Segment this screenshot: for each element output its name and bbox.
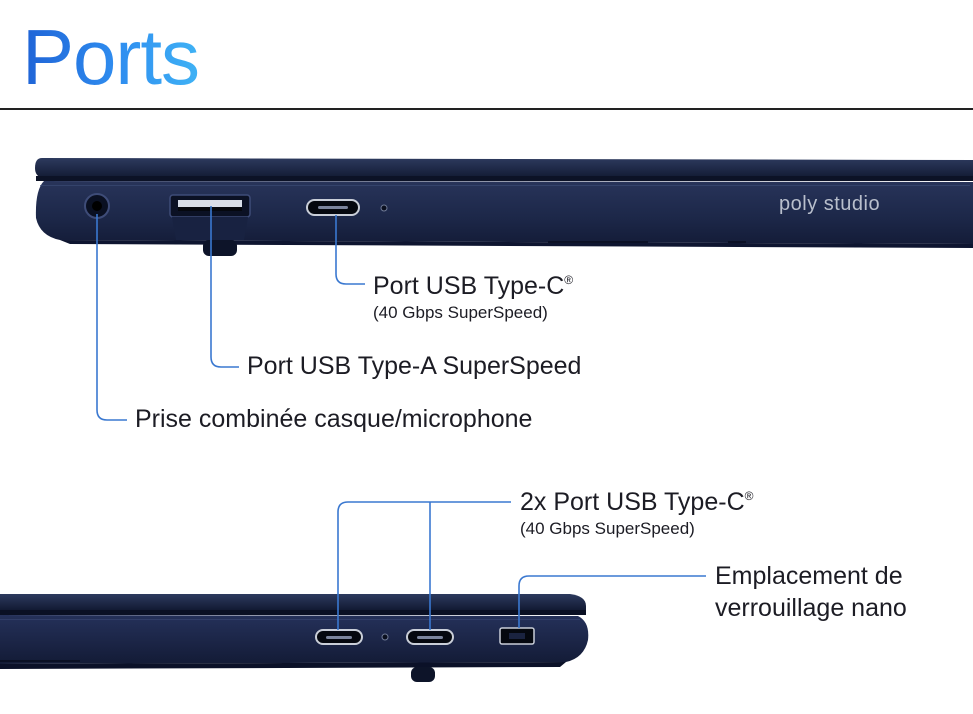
usb-c-callout-detail: (40 Gbps SuperSpeed) (373, 303, 548, 322)
usb-c-callout-label: Port USB Type-C® (373, 272, 573, 301)
brand-logo-text: poly studio (779, 193, 881, 215)
usb-c-pair-callout-detail: (40 Gbps SuperSpeed) (520, 519, 695, 538)
usb-c-port-icon (306, 199, 360, 216)
headphone-jack-icon (84, 193, 110, 219)
registered-mark: ® (744, 489, 754, 503)
lock-slot-icon (499, 627, 535, 645)
usb-c-port-icon (315, 629, 363, 645)
led-indicator-icon (380, 204, 388, 212)
usb-a-port-icon (169, 194, 251, 256)
callout-lines-top (96, 206, 365, 421)
registered-mark: ® (564, 273, 574, 287)
title-divider (0, 108, 973, 110)
lock-slot-callout-label-line1: Emplacement de (715, 562, 903, 590)
led-indicator-icon (381, 633, 389, 641)
callout-lines-bottom (337, 501, 706, 630)
usb-c-pair-callout-label: 2x Port USB Type-C® (520, 488, 753, 517)
page-title: Ports (22, 13, 200, 101)
audio-jack-callout-label: Prise combinée casque/microphone (135, 405, 533, 433)
lock-slot-callout-label-line2: verrouillage nano (715, 594, 907, 622)
laptop-top-side-view (35, 158, 973, 248)
usb-a-callout-label: Port USB Type-A SuperSpeed (247, 352, 582, 380)
usb-c-pair-label-text: 2x Port USB Type-C (520, 488, 745, 516)
usb-c-label-text: Port USB Type-C (373, 272, 565, 300)
